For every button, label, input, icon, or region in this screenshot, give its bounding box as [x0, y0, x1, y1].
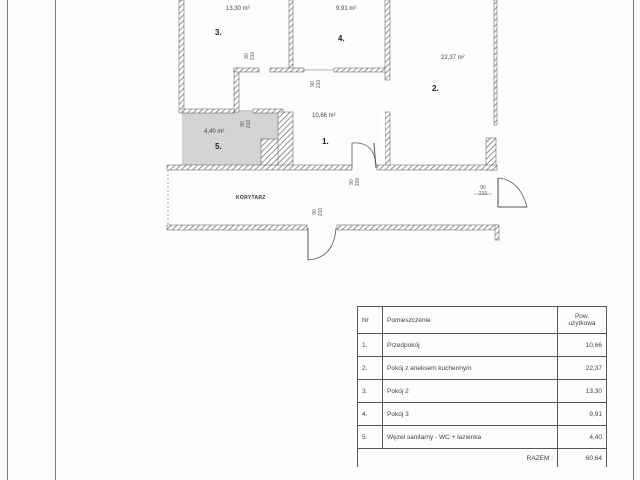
table-row: 5. Węzeł sanitarny - WC + łazienka 4,40 [357, 425, 607, 449]
table-total-row: RAZEM : 60,64 [357, 448, 607, 467]
table-header-row: Nr Pomieszczenie Pow. użytkowa [357, 306, 607, 334]
row-nr: 1. [357, 333, 383, 357]
row-area: 4,40 [557, 425, 607, 449]
row-name: Przedpokój [382, 333, 558, 357]
room-2-area: 22,37 m² [441, 55, 465, 61]
room-4-area: 9,91 m² [336, 6, 357, 12]
row-name: Pokój z aneksem kuchennym [382, 356, 558, 380]
table-row: 1. Przedpokój 10,66 [357, 333, 607, 357]
page-border-left-outer [7, 0, 8, 480]
row-name: Pokój 3 [382, 402, 558, 426]
row-name: Pokój 2 [382, 379, 558, 403]
row-nr: 2. [357, 356, 383, 380]
row-nr: 5. [357, 425, 383, 449]
corridor-label: KORYTARZ [236, 195, 266, 201]
room-area-table: Nr Pomieszczenie Pow. użytkowa 1. Przedp… [357, 306, 607, 467]
table-row: 3. Pokój 2 13,30 [357, 379, 607, 403]
header-area: Pow. użytkowa [557, 306, 607, 334]
room-2-number: 2. [432, 84, 439, 93]
table-row: 4. Pokój 3 9,91 [357, 402, 607, 426]
row-area: 22,37 [557, 356, 607, 380]
table-row: 2. Pokój z aneksem kuchennym 22,37 [357, 356, 607, 380]
room-5-number: 5. [215, 142, 222, 151]
page-border-left-inner [55, 0, 56, 480]
total-value: 60,64 [557, 448, 607, 467]
row-area: 9,91 [557, 402, 607, 426]
room-3-number: 3. [215, 28, 222, 37]
row-area: 13,30 [557, 379, 607, 403]
room-5-area: 4,40 m² [204, 129, 225, 135]
row-name: Węzeł sanitarny - WC + łazienka [382, 425, 558, 449]
room-1-number: 1. [322, 137, 329, 146]
row-nr: 4. [357, 402, 383, 426]
room-3-area: 13,30 m² [226, 6, 250, 12]
room-4-number: 4. [338, 34, 345, 43]
row-area: 10,66 [557, 333, 607, 357]
room-1-area: 10,66 m² [312, 113, 336, 119]
total-label: RAZEM : [357, 448, 558, 467]
header-nr: Nr [357, 306, 383, 334]
page-border-right [633, 0, 634, 480]
row-nr: 3. [357, 379, 383, 403]
header-name: Pomieszczenie [382, 306, 558, 334]
